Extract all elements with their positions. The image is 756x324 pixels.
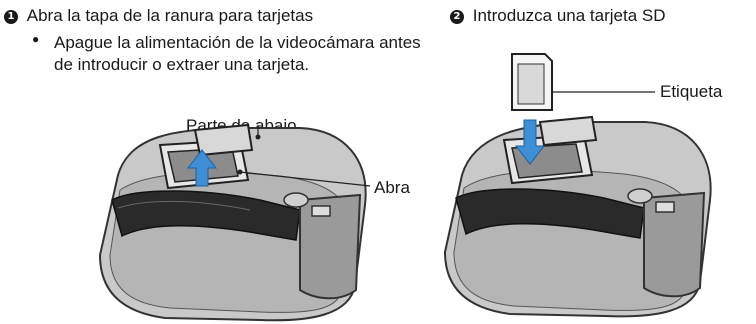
step2-title: Introduzca una tarjeta SD (472, 6, 666, 25)
step2-number: 2 (450, 10, 464, 24)
step1-bullet-text: Apague la alimentación de la videocámara… (54, 33, 421, 74)
step1-heading: 1 Abra la tapa de la ranura para tarjeta… (4, 6, 313, 26)
bullet-icon: ● (32, 32, 40, 46)
step1-note: ● Apague la alimentación de la videocáma… (32, 32, 432, 76)
step2-heading: 2 Introduzca una tarjeta SD (450, 6, 666, 26)
step1-number: 1 (4, 10, 18, 24)
label-sd-label: Etiqueta (660, 82, 723, 101)
step1-title: Abra la tapa de la ranura para tarjetas (26, 6, 314, 25)
label-open: Abra (374, 178, 410, 197)
